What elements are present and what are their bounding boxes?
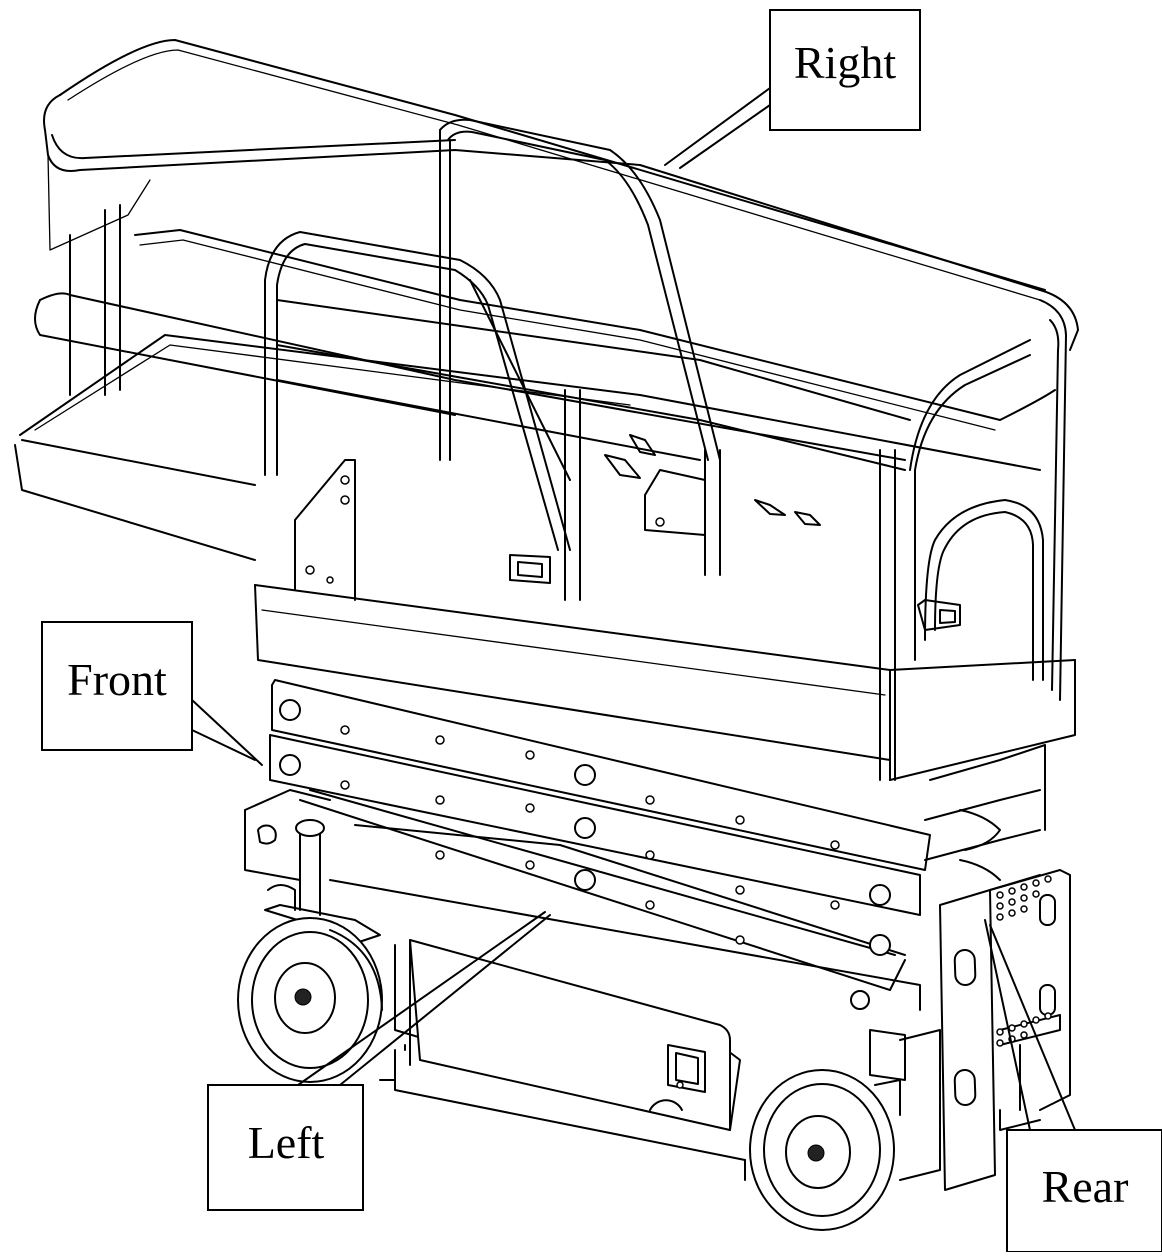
front-wheel <box>237 917 383 1083</box>
callout-front-label: Front <box>67 654 167 705</box>
callout-rear-label: Rear <box>1042 1161 1129 1212</box>
callout-right-label: Right <box>794 37 896 88</box>
callout-right: Right <box>664 9 921 169</box>
rear-wheel <box>744 1069 895 1231</box>
scissor-arms <box>269 679 931 991</box>
lift-mechanism <box>924 744 1046 881</box>
callout-front: Front <box>41 621 263 766</box>
chassis <box>244 789 1071 1191</box>
callout-left: Left <box>207 911 551 1211</box>
callout-left-label: Left <box>248 1117 325 1168</box>
platform-deck <box>14 334 1076 781</box>
callout-rear: Rear <box>984 919 1162 1253</box>
step-perforations <box>996 875 1052 1047</box>
